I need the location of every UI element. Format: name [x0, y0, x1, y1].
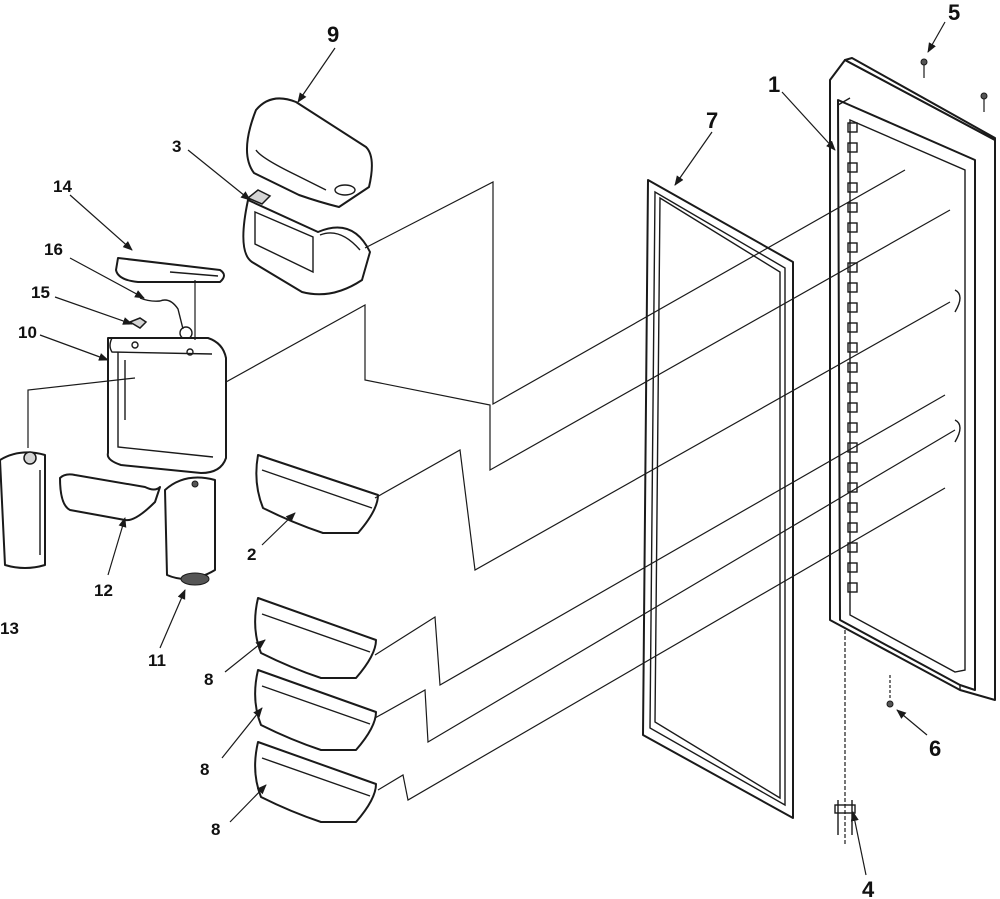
callout-15: 15: [31, 283, 50, 302]
door-panel: [829, 57, 996, 701]
callout-6: 6: [929, 736, 941, 761]
spring-clip: [139, 297, 193, 340]
utility-housing: [106, 280, 227, 474]
callout-1: 1: [768, 72, 780, 97]
door-gasket: [642, 179, 794, 819]
top-screws: [920, 58, 988, 112]
callout-4: 4: [862, 877, 875, 899]
callout-8-middle: 8: [200, 760, 209, 779]
dairy-bin: [242, 189, 371, 296]
door-bin-upper: [255, 454, 379, 534]
side-panel: [0, 451, 46, 569]
bottom-screw: [886, 700, 894, 708]
callout-8-top: 8: [204, 670, 213, 689]
callout-12: 12: [94, 581, 113, 600]
door-bin-8-middle: [254, 669, 377, 751]
hinge-pin: [834, 630, 856, 845]
callout-labels: 1 2 3 4 5 6 7 8 8 8 9 10 11 12 13 14 15 …: [0, 0, 960, 899]
door-shelf-rungs: [847, 122, 858, 593]
callout-arrows: [27, 21, 946, 876]
callout-2: 2: [247, 545, 256, 564]
callout-5: 5: [948, 0, 960, 25]
utility-cover: [115, 257, 225, 283]
door-bin-8-top: [254, 597, 377, 679]
callout-14: 14: [53, 177, 72, 196]
callout-13: 13: [0, 619, 19, 638]
dairy-cover: [245, 97, 373, 208]
door-bin-8-bottom: [254, 741, 377, 823]
callout-11: 11: [148, 651, 166, 670]
callout-8-bottom: 8: [211, 820, 220, 839]
assembly-guide-lines: [225, 169, 956, 801]
small-clip: [128, 317, 148, 329]
callout-7: 7: [706, 108, 718, 133]
callout-16: 16: [44, 240, 63, 259]
callout-9: 9: [327, 22, 339, 47]
callout-3: 3: [172, 137, 181, 156]
callout-10: 10: [18, 323, 37, 342]
small-tray: [59, 473, 161, 522]
cylinder-container: [164, 476, 216, 586]
